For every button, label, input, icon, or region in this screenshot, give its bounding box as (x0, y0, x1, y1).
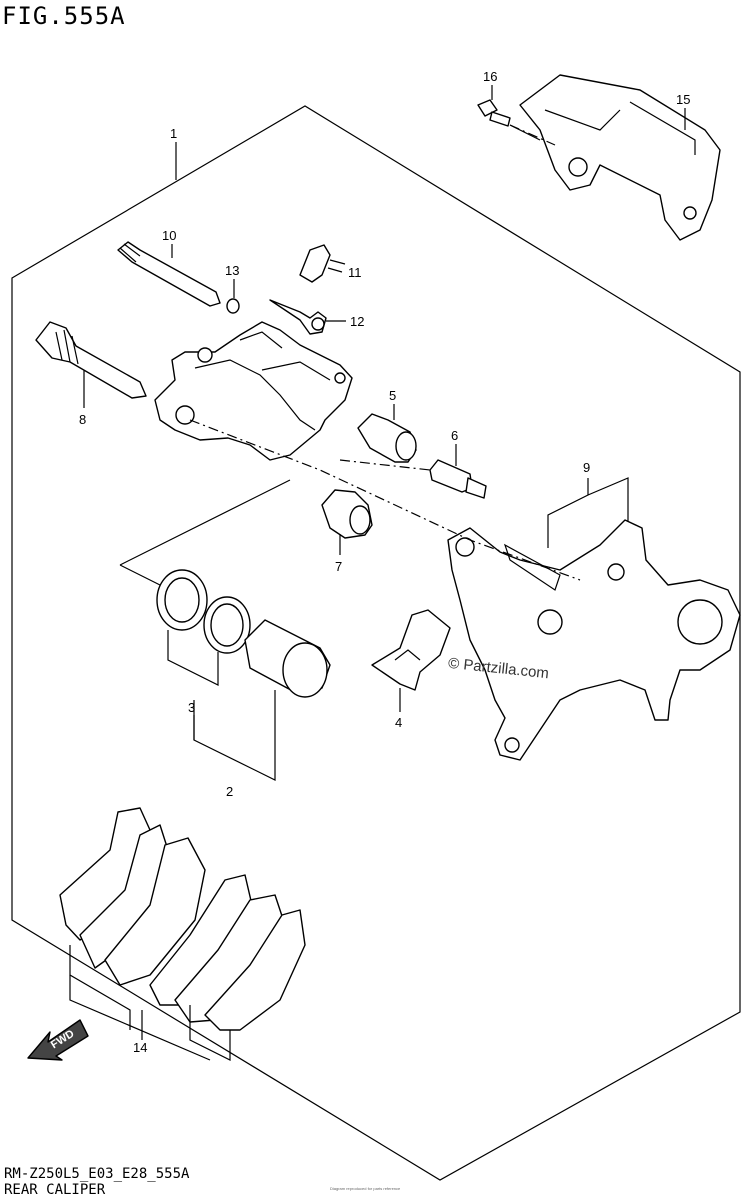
callout-2: 2 (226, 784, 233, 799)
part-14-pads[interactable] (59, 807, 306, 1061)
fine-print: Diagram reproduced for parts reference (330, 1186, 401, 1191)
figure-title: FIG.555A (2, 2, 126, 30)
leader-3 (167, 630, 219, 686)
forward-arrow-icon: FWD (27, 1019, 89, 1061)
part-9-bracket[interactable] (447, 519, 741, 761)
part-8-pin[interactable] (35, 321, 147, 399)
callout-1: 1 (170, 126, 177, 141)
part-10-pin[interactable] (117, 241, 221, 307)
callout-7: 7 (335, 559, 342, 574)
axis-line-1 (189, 419, 581, 581)
part-16-bolt[interactable] (477, 99, 541, 141)
axis-line-2 (509, 124, 556, 146)
part-7-boot[interactable] (321, 489, 373, 539)
part-5-sleeve[interactable] (357, 413, 417, 463)
part-15-bracket[interactable] (519, 74, 721, 241)
part-11-bleeder[interactable] (299, 244, 346, 283)
leader-11 (327, 267, 343, 273)
callout-4: 4 (395, 715, 402, 730)
callout-3: 3 (188, 700, 195, 715)
diagram-name: REAR CALIPER (4, 1182, 106, 1198)
callout-10: 10 (162, 228, 176, 243)
part-2-piston[interactable] (244, 619, 331, 698)
callout-9: 9 (583, 460, 590, 475)
callout-11: 11 (348, 265, 362, 280)
part-13-oring[interactable] (226, 298, 240, 314)
callout-6: 6 (451, 428, 458, 443)
callout-5: 5 (389, 388, 396, 403)
callout-12: 12 (350, 314, 364, 329)
part-3-seals[interactable] (156, 569, 251, 654)
part-6-bolt[interactable] (429, 459, 487, 499)
callout-15: 15 (676, 92, 690, 107)
pad-group-bracket (69, 975, 211, 1061)
axis-line-3 (339, 459, 431, 471)
caliper-body[interactable] (154, 321, 353, 461)
leader-2 (193, 690, 276, 781)
leader-9 (547, 477, 629, 548)
callout-14: 14 (133, 1040, 147, 1055)
diagram-code: RM-Z250L5_E03_E28_555A (4, 1166, 190, 1182)
callout-13: 13 (225, 263, 239, 278)
part-4-spring[interactable] (371, 609, 451, 691)
callout-16: 16 (483, 69, 497, 84)
part-12-cap[interactable] (269, 299, 327, 335)
assembly-boundary (11, 105, 741, 1181)
callout-8: 8 (79, 412, 86, 427)
piston-guide-line (119, 479, 291, 586)
